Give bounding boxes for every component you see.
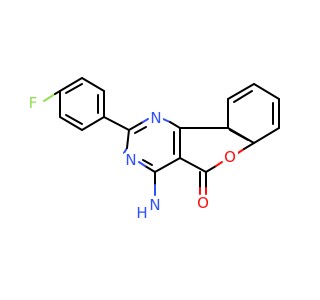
- bond-phenyl-1: [59, 77, 83, 92]
- bond-c10-c9-inner: [233, 90, 253, 103]
- atom-labels: F N N O O H N: [26, 94, 238, 222]
- amino-h-label: H: [136, 204, 147, 222]
- ring-oxygen-label: O: [224, 148, 236, 166]
- bond-o6-c6a-o: [237, 148, 245, 154]
- bond-c4-n3-inner: [142, 159, 153, 166]
- bond-c6a-c10a-inner: [229, 129, 249, 141]
- bond-phenyl-2: [81, 77, 105, 92]
- bond-c2-n1: [128, 121, 144, 131]
- carbonyl-oxygen-label: O: [197, 194, 209, 212]
- molecule-structure-diagram: F N N O O H N: [26, 77, 280, 222]
- bond-phenyl-5-inner: [65, 114, 83, 125]
- bond-n3-c2: [126, 129, 130, 149]
- bond-c2-n1-n: [142, 118, 149, 123]
- atom-n-left: N: [124, 151, 138, 171]
- bond-n1-c9b: [162, 118, 171, 123]
- bond-c7-c6a: [253, 127, 280, 144]
- bond-c4-n3: [144, 165, 156, 173]
- bonds: [43, 77, 280, 196]
- atom-fluorine: F: [26, 94, 40, 112]
- n-left-label: N: [125, 151, 136, 169]
- bond-c5-o6: [205, 165, 217, 173]
- amino-n-label: N: [149, 196, 160, 214]
- bond-c9-c8: [253, 83, 280, 100]
- atom-n-top: N: [149, 109, 163, 128]
- bond-phenyl-4: [81, 116, 105, 131]
- bond-c10-c9: [227, 83, 255, 100]
- bond-c-f: [43, 93, 56, 102]
- bond-c2-n1-inner: [134, 126, 147, 134]
- bond-phenyl-pyrimidine: [103, 116, 130, 131]
- bond-phenyl-5: [59, 116, 83, 131]
- bond-c5-o6-o: [215, 161, 223, 167]
- atom-carbonyl-oxygen: O: [196, 194, 211, 213]
- bond-c4a-c5: [179, 157, 207, 173]
- bond-o6-c6a: [243, 142, 255, 150]
- bond-phenyl-1-inner: [65, 83, 83, 94]
- bond-n1-c9b-c: [169, 121, 181, 129]
- bond-c4-n3-n: [138, 161, 146, 167]
- atom-amino-group: H N: [134, 196, 162, 222]
- atom-ring-oxygen: O: [223, 148, 238, 167]
- n-top-label: N: [150, 109, 161, 127]
- fluorine-label: F: [29, 94, 38, 112]
- bond-c4a-c4: [154, 157, 181, 173]
